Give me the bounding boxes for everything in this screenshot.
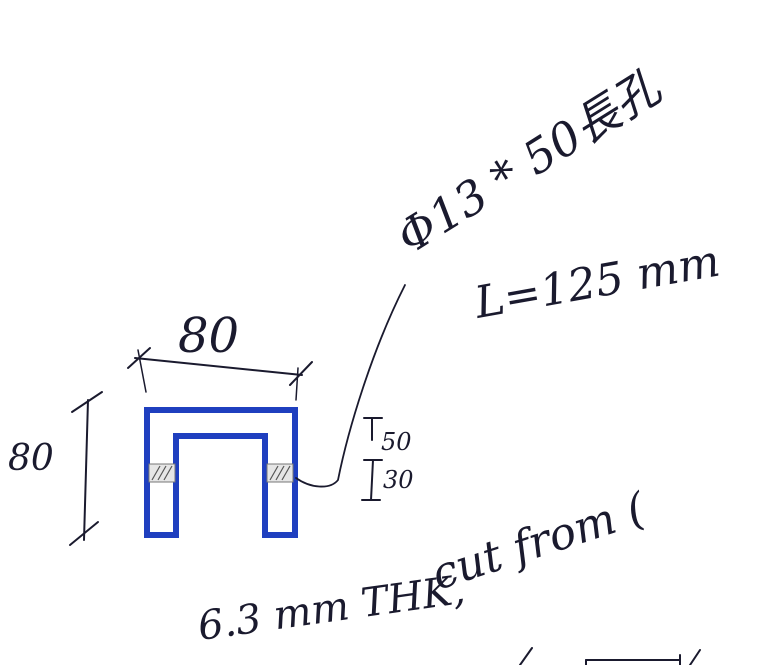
length-note: L=125 mm <box>470 236 724 329</box>
width-dimension-label: 80 <box>178 308 239 364</box>
hole-note-group: Φ13 * 50長孔 <box>387 60 670 265</box>
length-note-group: L=125 mm <box>470 236 724 329</box>
cut-note-thickness: 6.3 mm THK, <box>195 567 468 650</box>
channel-section <box>144 407 298 538</box>
height-dimension-label: 80 <box>8 438 54 479</box>
upper-dimension-label: 50 <box>381 428 412 456</box>
height-dimension <box>69 391 103 546</box>
right-slot-hatch <box>266 463 294 483</box>
width-dimension <box>127 347 313 401</box>
lower-dimension-label: 30 <box>383 466 414 494</box>
cut-note-thickness-group: 6.3 mm THK, <box>195 567 468 650</box>
cut-note-source: cut from ( <box>426 483 653 600</box>
left-slot-hatch <box>148 463 176 483</box>
hole-note: Φ13 * 50長孔 <box>387 60 670 265</box>
slot-position-dimensions <box>361 417 383 501</box>
cut-note-source-group: cut from ( <box>426 483 653 600</box>
partial-bottom-sketch <box>519 647 701 665</box>
hole-leader-line <box>295 284 406 488</box>
